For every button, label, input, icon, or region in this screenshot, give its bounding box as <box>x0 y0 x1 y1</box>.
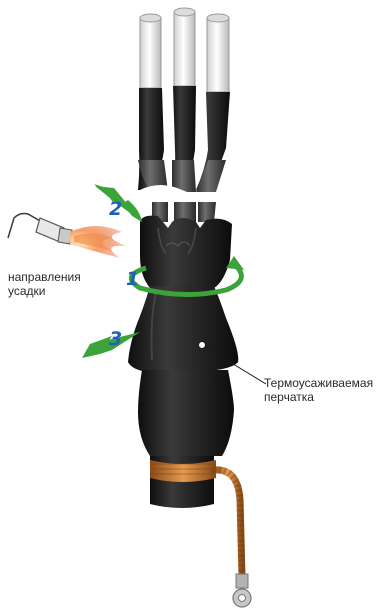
main-cable <box>138 370 234 508</box>
torch-icon <box>8 214 72 245</box>
ground-braid <box>214 470 251 607</box>
step-number-2: 2 <box>109 198 122 220</box>
heat-shrink-glove-label: Термоусаживаемая перчатка <box>264 376 388 404</box>
step-number-1: 1 <box>126 268 139 290</box>
flame-icon <box>70 226 126 258</box>
cable-legs <box>138 160 226 224</box>
shrink-directions-label: направления усадки <box>8 270 118 298</box>
heat-shrink-glove <box>128 286 238 372</box>
glove-fingers <box>140 216 232 288</box>
step-number-3: 3 <box>109 328 122 350</box>
